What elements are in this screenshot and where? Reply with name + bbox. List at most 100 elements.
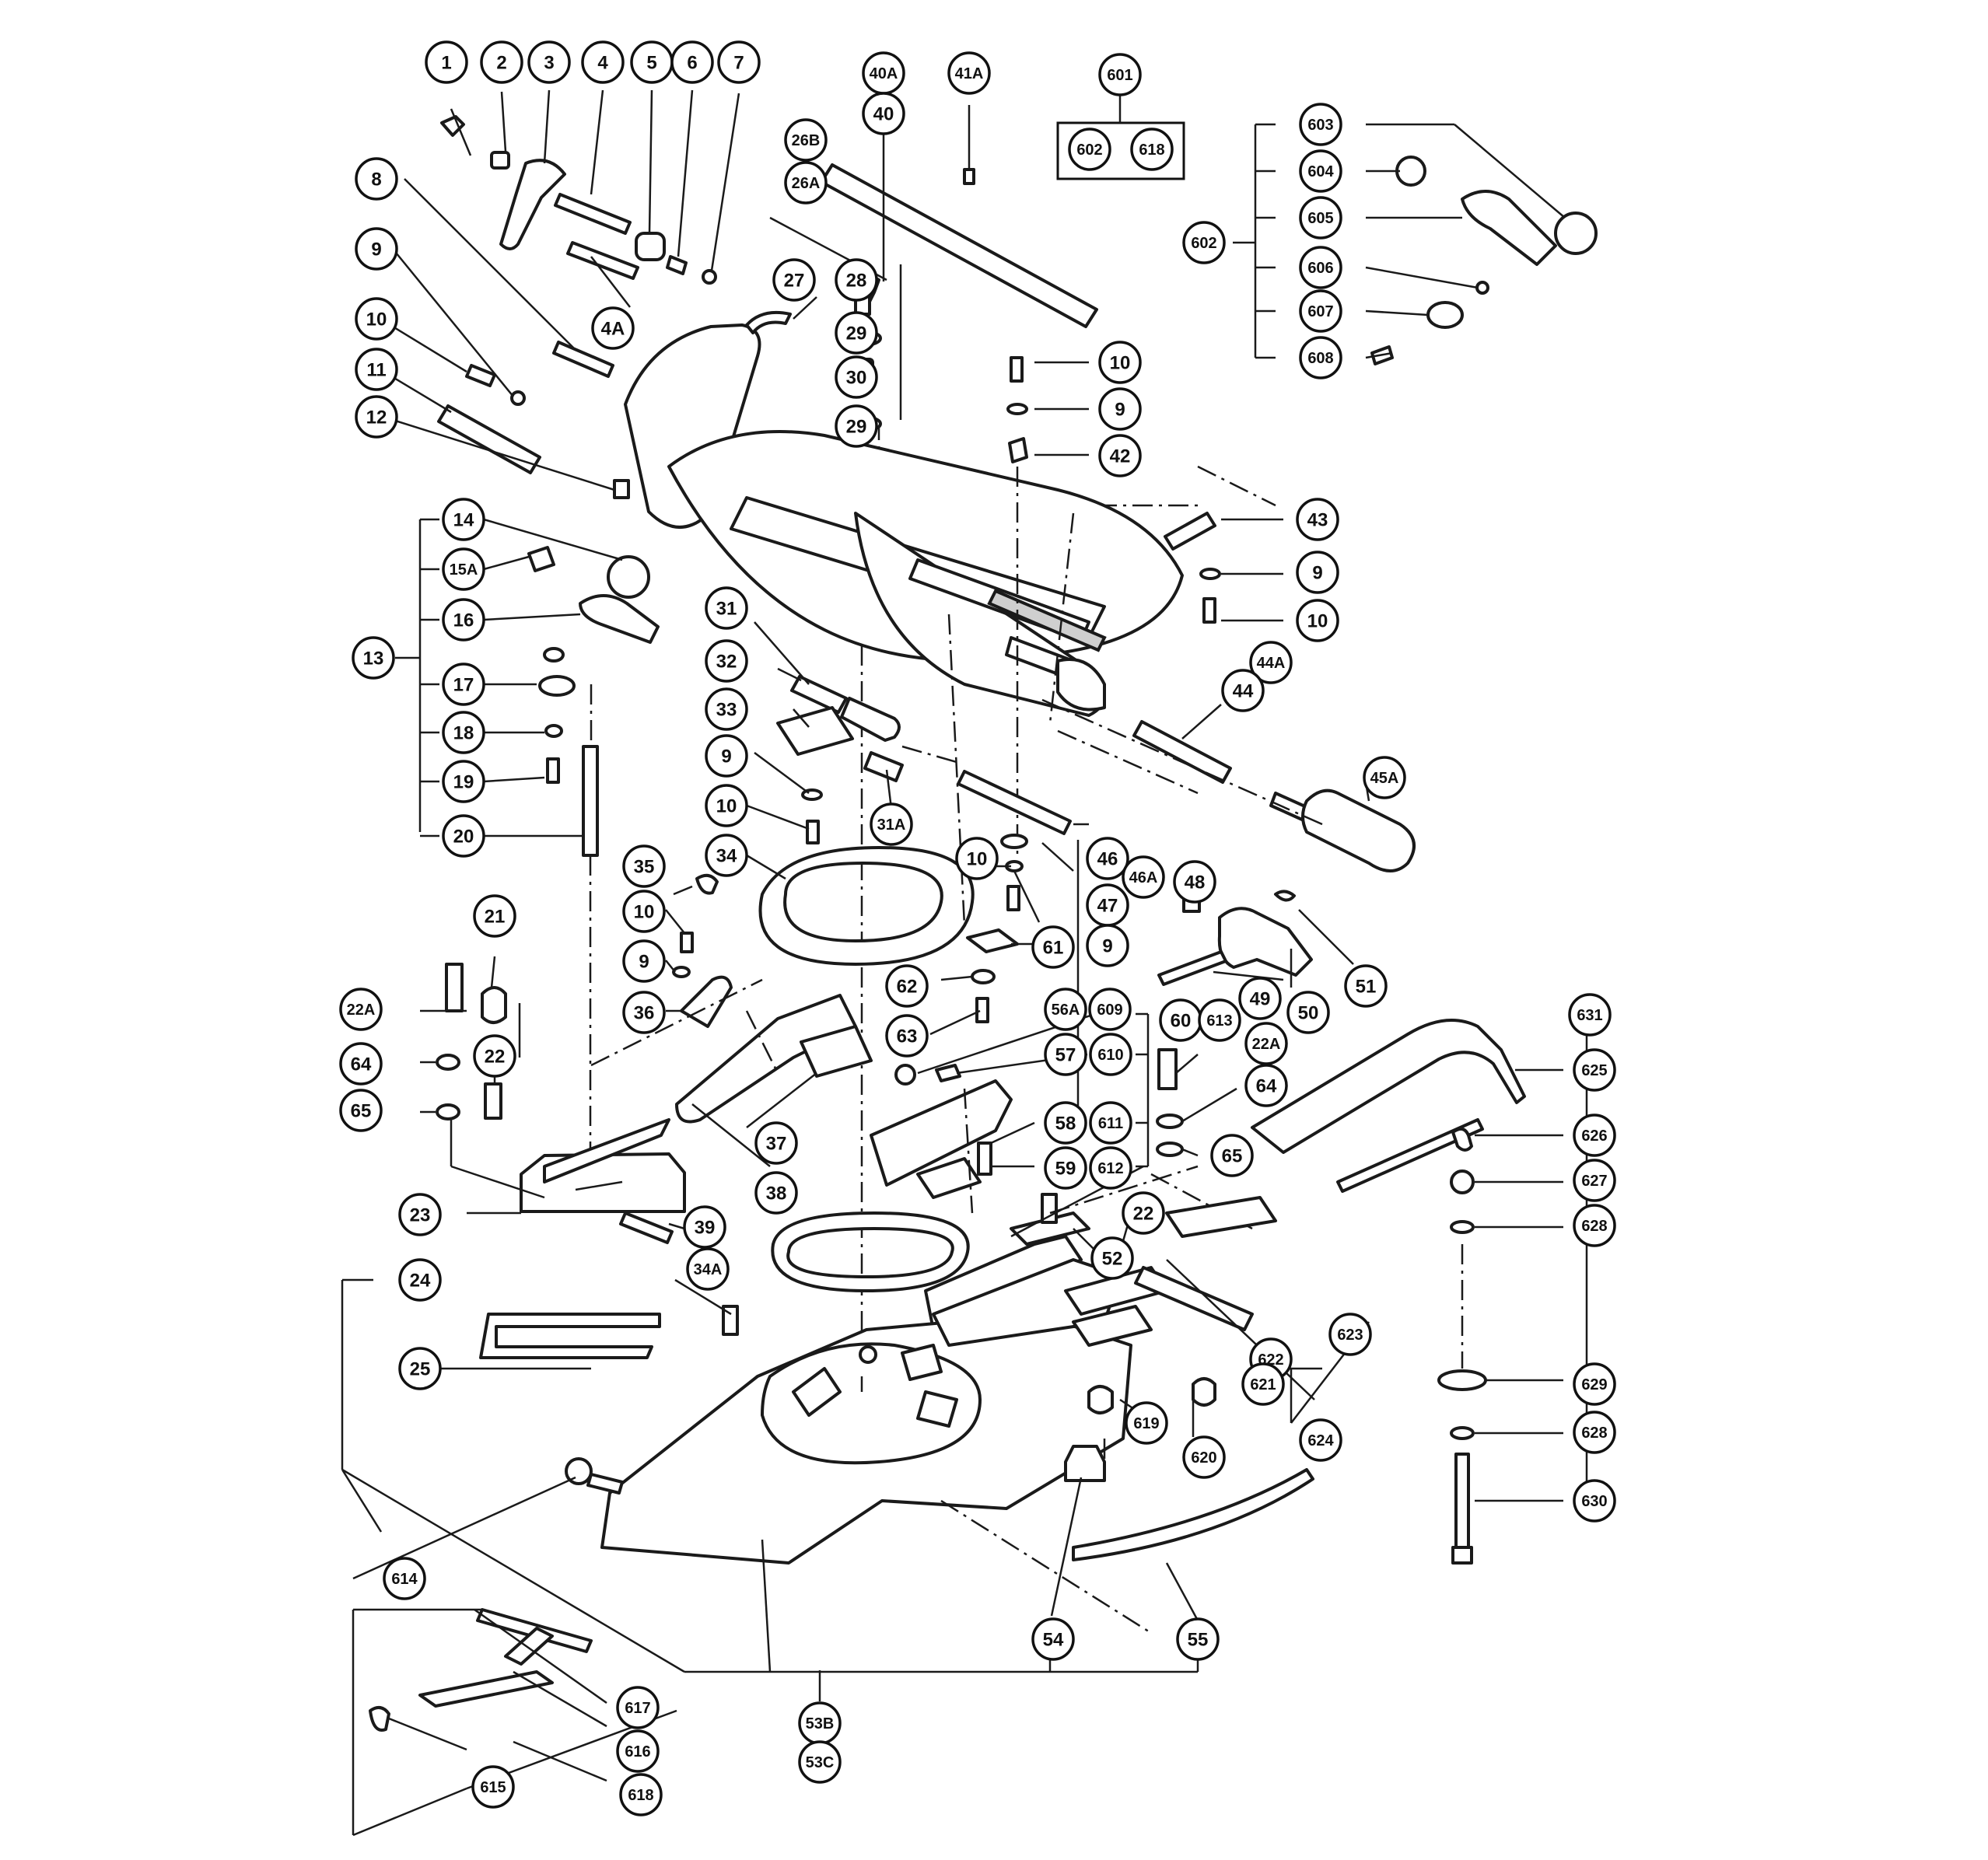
callout-c613: 613 — [1198, 998, 1241, 1042]
callout-c628a: 628 — [1573, 1204, 1616, 1247]
callout-label: 628 — [1581, 1425, 1607, 1442]
callout-c9b: 9 — [1098, 387, 1142, 431]
callout-label: 615 — [480, 1779, 506, 1796]
callout-circle — [442, 760, 485, 803]
callout-label: 614 — [391, 1571, 418, 1588]
callout-circle — [339, 988, 383, 1031]
callout-circle — [473, 1034, 516, 1078]
callout-c39: 39 — [683, 1205, 726, 1249]
callout-c603: 603 — [1299, 103, 1342, 146]
callout-c44A: 44A — [1249, 641, 1293, 684]
callout-label: 604 — [1307, 163, 1334, 180]
callout-label: 63 — [897, 1026, 918, 1047]
callout-circle — [1296, 551, 1339, 594]
callout-label: 627 — [1581, 1173, 1607, 1190]
callout-circle — [442, 498, 485, 541]
callout-circle — [670, 40, 714, 84]
callout-circle — [471, 1765, 515, 1809]
callout-c7: 7 — [717, 40, 761, 84]
callout-c2: 2 — [480, 40, 523, 84]
callout-label: 27 — [784, 271, 805, 292]
base-turntable-assembly — [341, 1196, 1370, 1837]
callout-circle — [622, 991, 666, 1034]
callout-c64b: 64 — [1244, 1064, 1288, 1107]
callout-label: 45A — [1370, 770, 1399, 787]
callout-circle — [622, 844, 666, 888]
callout-circle — [339, 1089, 383, 1132]
callout-label: 602 — [1191, 235, 1216, 252]
callout-label: 611 — [1098, 1115, 1123, 1132]
callout-circle — [1296, 599, 1339, 642]
callout-c605: 605 — [1299, 196, 1342, 239]
callout-label: 12 — [366, 407, 387, 428]
callout-circle — [1130, 128, 1174, 171]
callout-c616: 616 — [616, 1729, 660, 1773]
callout-circle — [1299, 103, 1342, 146]
callout-c53C: 53C — [798, 1740, 842, 1784]
callout-c33: 33 — [705, 687, 748, 731]
callout-label: 21 — [485, 907, 506, 928]
callout-c43: 43 — [1296, 498, 1339, 541]
callout-circle — [1573, 1479, 1616, 1523]
callout-c45A: 45A — [1363, 756, 1406, 799]
side-handle-44 — [1041, 698, 1416, 872]
callout-label: 621 — [1250, 1376, 1276, 1393]
bevel-lock-assembly-13 — [395, 518, 660, 1190]
callout-label: 36 — [634, 1003, 655, 1024]
callout-c627: 627 — [1573, 1159, 1616, 1202]
callout-c47: 47 — [1086, 883, 1129, 927]
callout-circle — [686, 1247, 730, 1291]
callout-c621: 621 — [1241, 1362, 1285, 1406]
callout-c40: 40 — [862, 92, 905, 135]
callout-label: 5 — [646, 53, 656, 74]
callout-label: 3 — [544, 53, 554, 74]
callout-circle — [885, 1014, 929, 1058]
callout-label: 601 — [1107, 67, 1132, 84]
callout-circle — [1098, 53, 1142, 96]
callout-label: 10 — [1110, 353, 1131, 374]
callout-circle — [835, 404, 878, 448]
callout-c629: 629 — [1573, 1362, 1616, 1406]
callout-label: 628 — [1581, 1218, 1607, 1235]
callout-circle — [1086, 837, 1129, 880]
callout-circle — [1098, 434, 1142, 477]
callout-circle — [1031, 1617, 1075, 1661]
callout-circle — [355, 227, 398, 271]
callout-label: 610 — [1097, 1047, 1123, 1064]
callout-label: 618 — [628, 1787, 653, 1804]
callout-c624: 624 — [1299, 1418, 1342, 1462]
callout-c612: 612 — [1089, 1146, 1132, 1190]
callout-c606: 606 — [1299, 246, 1342, 289]
callout-circle — [622, 939, 666, 983]
callout-circle — [1573, 1048, 1616, 1092]
callout-circle — [355, 348, 398, 391]
callout-circle — [1249, 641, 1293, 684]
callout-c42: 42 — [1098, 434, 1142, 477]
callout-label: 620 — [1191, 1449, 1216, 1467]
callout-c618box: 618 — [1130, 128, 1174, 171]
callout-label: 51 — [1356, 977, 1377, 998]
callout-c61: 61 — [1031, 925, 1075, 969]
callout-circle — [772, 258, 816, 302]
callout-circle — [862, 92, 905, 135]
callout-circle — [355, 395, 398, 439]
callout-c57: 57 — [1044, 1033, 1087, 1076]
callout-label: 22 — [1133, 1204, 1154, 1225]
callout-label: 55 — [1188, 1630, 1209, 1651]
callout-label: 11 — [366, 360, 386, 381]
callout-c617: 617 — [616, 1686, 660, 1729]
callout-circle — [1573, 1362, 1616, 1406]
callout-label: 15A — [450, 561, 478, 579]
callout-circle — [835, 311, 878, 355]
callout-circle — [616, 1686, 660, 1729]
callout-label: 602 — [1076, 142, 1102, 159]
callout-label: 617 — [625, 1700, 650, 1717]
callout-circle — [1125, 1401, 1168, 1445]
callout-label: 22A — [347, 1002, 376, 1019]
callout-circle — [581, 40, 625, 84]
callout-label: 612 — [1097, 1160, 1123, 1177]
callout-circle — [717, 40, 761, 84]
callout-circle — [1044, 1146, 1087, 1190]
callout-c9c: 9 — [1296, 551, 1339, 594]
knob-assembly-602 — [1233, 123, 1598, 365]
